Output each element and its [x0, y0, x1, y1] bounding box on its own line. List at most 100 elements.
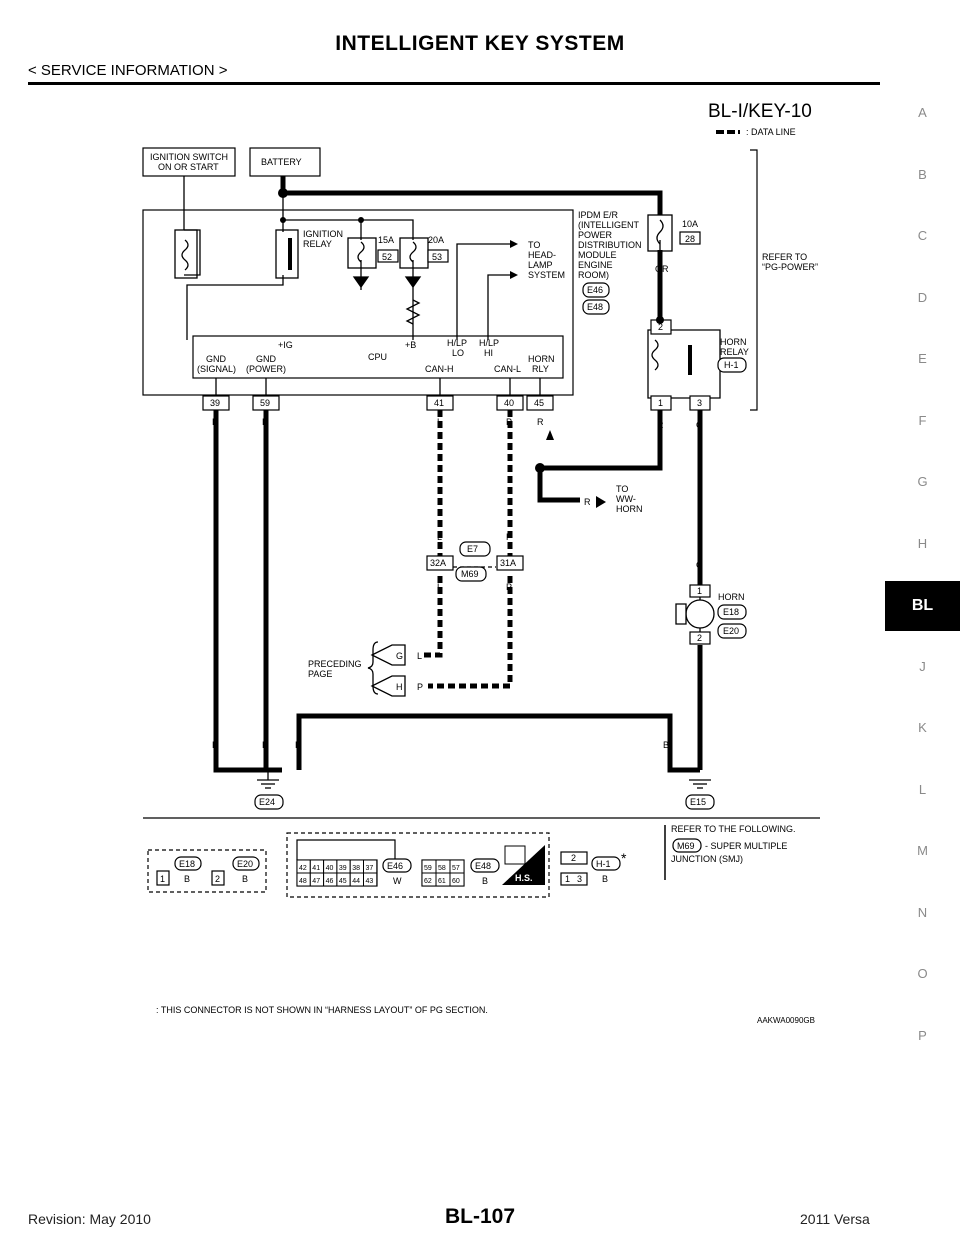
- section-tab-b[interactable]: B: [918, 166, 927, 182]
- section-tab-k[interactable]: K: [918, 720, 927, 735]
- pin-number: 43: [366, 878, 374, 885]
- wire-b-ground-1: B: [212, 740, 218, 750]
- cpu-horn-rly-1: HORN: [528, 354, 555, 364]
- section-index: A B C D E F G H BL J K L M N O P: [885, 0, 960, 1242]
- cpu-gnd-power-2: (POWER): [246, 364, 286, 374]
- preceding-h: H: [396, 682, 403, 692]
- cpu-hlp-hi-2: HI: [484, 348, 493, 358]
- wire-p-preceding: P: [417, 682, 423, 692]
- pin-number: 61: [438, 878, 446, 885]
- legend-label: : DATA LINE: [746, 127, 796, 137]
- pin-number: 42: [299, 865, 307, 872]
- footer-model: 2011 Versa: [800, 1211, 870, 1227]
- section-tab-e[interactable]: E: [918, 351, 927, 366]
- connector-h1-pin-2: 2: [571, 853, 576, 863]
- pin-number: 44: [352, 878, 360, 885]
- connector-e48-id: E48: [475, 861, 491, 871]
- section-tab-d[interactable]: D: [917, 289, 928, 305]
- ipdm-label-5: MODULE: [578, 250, 617, 260]
- pin-number: 45: [339, 878, 347, 885]
- cpu-hlp-lo-2: LO: [452, 348, 464, 358]
- pin-number: 38: [352, 865, 360, 872]
- section-tab-l[interactable]: L: [918, 781, 927, 797]
- connector-h1-id: H-1: [596, 859, 611, 869]
- to-headlamp-4: SYSTEM: [528, 270, 565, 280]
- pin-41: 41: [434, 398, 444, 408]
- cpu-can-l: CAN-L: [494, 364, 521, 374]
- section-tab-f[interactable]: F: [918, 412, 927, 428]
- horn-relay-pin-3: 3: [697, 398, 702, 408]
- section-tab-m[interactable]: M: [917, 843, 928, 858]
- section-tab-bl[interactable]: BL: [885, 581, 960, 631]
- pin-number: 41: [312, 865, 320, 872]
- wire-b-ground-5: B: [697, 740, 703, 750]
- wire-b-ground-3: B: [295, 740, 301, 750]
- horn-relay-pin-1: 1: [658, 398, 663, 408]
- preceding-label-1: PRECEDING: [308, 659, 362, 669]
- horn-connector-e20: E20: [723, 626, 739, 636]
- wire-p-40: P: [506, 417, 512, 427]
- fuse-10a-rating: 10A: [682, 219, 698, 229]
- pin-59: 59: [260, 398, 270, 408]
- joint-e7: E7: [467, 544, 478, 554]
- pin-number: 47: [312, 878, 320, 885]
- pin-number: 58: [438, 865, 446, 872]
- pin-number: 37: [366, 865, 374, 872]
- pin-number: 57: [452, 865, 460, 872]
- connector-e48-color: B: [482, 876, 488, 886]
- section-tab-j[interactable]: J: [919, 658, 926, 674]
- refer-power-1: REFER TO: [762, 252, 807, 262]
- section-tab-g[interactable]: G: [917, 474, 928, 489]
- section-tab-p[interactable]: P: [918, 1027, 927, 1043]
- wire-b-39: B: [212, 417, 218, 427]
- ipdm-label-7: ROOM): [578, 270, 609, 280]
- pin-number: 40: [326, 865, 334, 872]
- section-tab-a[interactable]: A: [918, 105, 927, 120]
- wire-l-lower: L: [437, 582, 442, 592]
- to-headlamp-3: LAMP: [528, 260, 553, 270]
- connector-e18-id: E18: [179, 859, 195, 869]
- pin-cell: [363, 872, 378, 887]
- pin-number: 62: [424, 878, 432, 885]
- wire-g-horn: G: [696, 560, 703, 570]
- section-tab-o[interactable]: O: [917, 966, 928, 981]
- wire-g-relay: G: [696, 420, 703, 430]
- cpu-label: CPU: [368, 352, 387, 362]
- to-ww-horn-1: TO: [616, 484, 628, 494]
- connector-e18-pin: 1: [160, 874, 165, 884]
- connector-e46-id: E46: [387, 861, 403, 871]
- connector-e20-id: E20: [237, 859, 253, 869]
- hs-label: H.S.: [515, 873, 533, 883]
- connector-h1-pin-1: 1: [565, 874, 570, 884]
- ignition-relay-label-2: RELAY: [303, 239, 332, 249]
- ground-e15: E15: [690, 797, 706, 807]
- section-tab-c[interactable]: C: [917, 228, 928, 243]
- horn-relay-label-1: HORN: [720, 337, 747, 347]
- pin-40: 40: [504, 398, 514, 408]
- ignition-switch-label-1: IGNITION SWITCH: [150, 152, 228, 162]
- battery-label: BATTERY: [261, 157, 302, 167]
- connector-h1-color: B: [602, 874, 608, 884]
- section-tab-n[interactable]: N: [917, 904, 928, 920]
- cpu-gnd-power-1: GND: [256, 354, 277, 364]
- ignition-switch-label-2: ON OR START: [158, 162, 219, 172]
- wire-b-horn: B: [697, 656, 703, 666]
- wire-l-preceding: L: [417, 651, 422, 661]
- preceding-g: G: [396, 651, 403, 661]
- horn-relay-connector: H-1: [724, 360, 739, 370]
- ipdm-label-4: DISTRIBUTION: [578, 240, 642, 250]
- refer-power-2: “PG-POWER”: [762, 262, 818, 272]
- section-tab-h[interactable]: H: [917, 535, 928, 551]
- horn-pin-2: 2: [697, 633, 702, 643]
- ipdm-label-1: IPDM E/R: [578, 210, 619, 220]
- cpu-horn-rly-2: RLY: [532, 364, 549, 374]
- wire-p-lower: P: [506, 582, 512, 592]
- joint-m69: M69: [461, 569, 479, 579]
- horn-relay-label-2: RELAY: [720, 347, 749, 357]
- ipdm-label-3: POWER: [578, 230, 613, 240]
- ref-note-text-2: JUNCTION (SMJ): [671, 854, 743, 864]
- pin-number: 46: [326, 878, 334, 885]
